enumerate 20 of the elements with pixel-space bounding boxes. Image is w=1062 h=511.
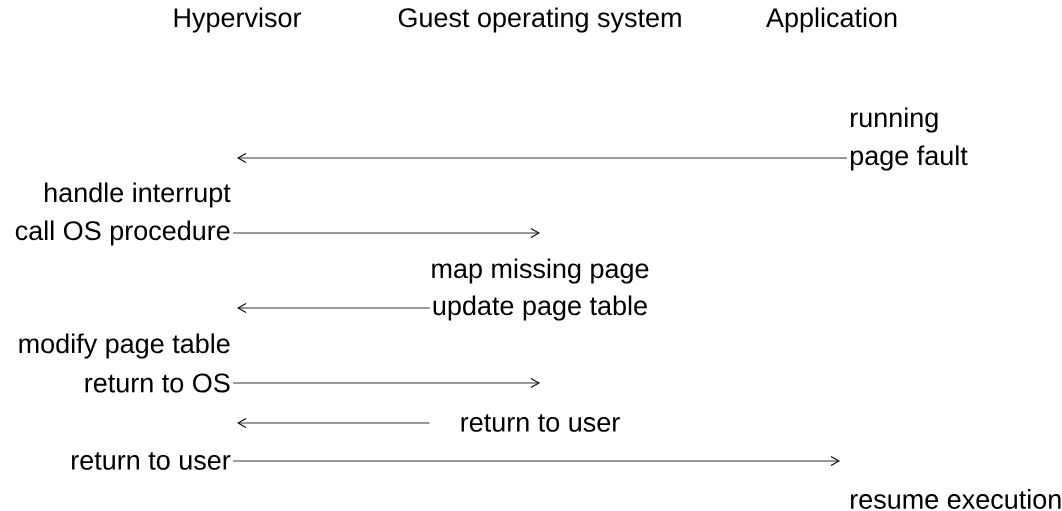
step-text: call OS procedure bbox=[15, 220, 230, 246]
step-text: return to user bbox=[72, 452, 231, 470]
row-label: handle interrupt bbox=[45, 182, 231, 208]
step-text: page fault bbox=[850, 145, 968, 171]
step-text: return to OS bbox=[85, 373, 230, 393]
arrow bbox=[237, 153, 848, 163]
row-label: map missing page bbox=[432, 258, 649, 284]
row-label: modify page table bbox=[19, 333, 230, 359]
arrow bbox=[232, 378, 540, 388]
step-text: update page table bbox=[433, 295, 647, 321]
step-text: return to user bbox=[461, 414, 620, 432]
arrow bbox=[232, 456, 840, 466]
row-label: Application bbox=[766, 7, 897, 33]
arrow bbox=[237, 303, 431, 313]
row-label: running bbox=[851, 107, 938, 133]
arrow bbox=[237, 418, 430, 428]
arrow bbox=[232, 228, 540, 238]
row-label: resume execution bbox=[851, 489, 1061, 509]
row-label: Guest operating system bbox=[398, 7, 681, 33]
row-label: Hypervisor bbox=[174, 7, 302, 33]
